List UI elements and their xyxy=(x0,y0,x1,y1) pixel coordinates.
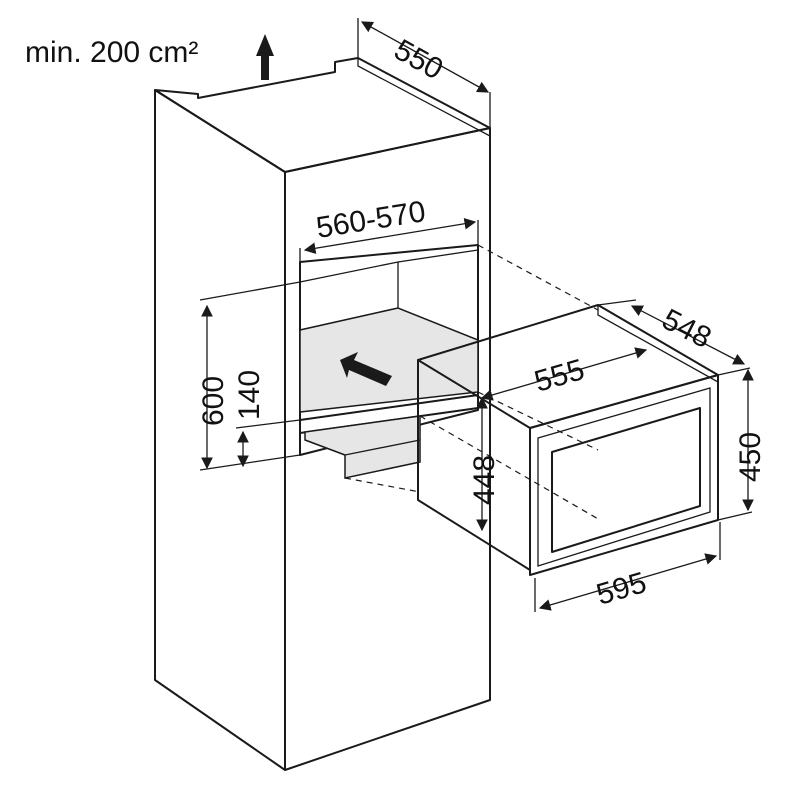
dim-450-label: 450 xyxy=(734,432,767,482)
cabinet-top-edge xyxy=(357,58,491,137)
dim-600-label: 600 xyxy=(197,376,230,426)
cabinet-top xyxy=(154,57,491,173)
tall-cabinet xyxy=(154,57,491,771)
dim-555-label: 555 xyxy=(531,353,588,399)
dim-560-570-line xyxy=(303,217,477,255)
appliance-glass-door xyxy=(551,407,701,553)
dimension-lines xyxy=(199,18,754,612)
appliance-front xyxy=(529,374,719,576)
airflow-label: min. 200 cm² xyxy=(25,36,198,69)
cabinet-front xyxy=(154,89,286,771)
airflow-arrow-icon xyxy=(256,34,274,80)
dim-548-line xyxy=(630,305,746,365)
drawer-rail xyxy=(304,439,421,456)
dim-448-label: 448 xyxy=(468,455,501,505)
appliance xyxy=(417,304,719,576)
dim-560-570-label: 560-570 xyxy=(314,195,428,245)
dim-550-line xyxy=(360,21,490,93)
dim-555-line xyxy=(480,347,648,401)
dim-595-line xyxy=(538,553,718,611)
dim-548-label: 548 xyxy=(657,303,717,355)
niche-floor xyxy=(299,307,479,413)
appliance-frame xyxy=(537,387,711,567)
dim-595-label: 595 xyxy=(593,566,650,612)
dim-140-label: 140 xyxy=(233,370,266,420)
appliance-side xyxy=(417,360,531,571)
projection-lines xyxy=(344,244,601,521)
push-arrow-icon xyxy=(340,352,392,386)
